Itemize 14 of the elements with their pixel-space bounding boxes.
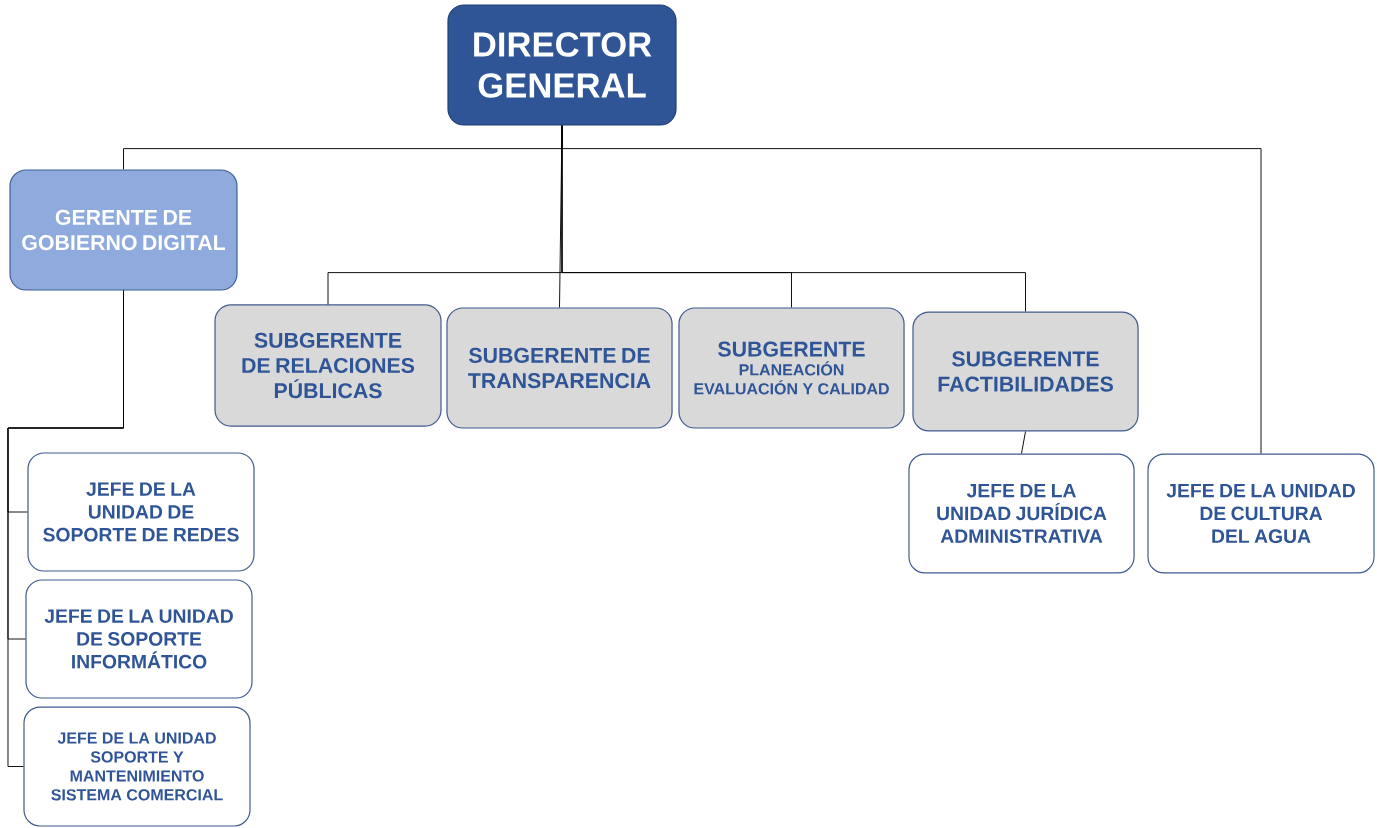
- process-box: SUBGERENTE DE RELACIONES PÚBLICAS: [214, 304, 442, 427]
- connector-line: [7, 290, 124, 767]
- process-box: JEFE DE LA UNIDAD DE CULTURA DEL AGUA: [1147, 453, 1375, 574]
- process-box: SUBGERENTE PLANEACIÓN EVALUACIÓN Y CALIDAD: [678, 307, 905, 429]
- process-box: JEFE DE LA UNIDAD SOPORTE Y MANTENIMIENTO SISTEMA COMERCIAL: [23, 706, 251, 827]
- process-box: JEFE DE LA UNIDAD DE SOPORTE DE REDES: [27, 452, 255, 572]
- process-box: SUBGERENTE DE TRANSPARENCIA: [446, 307, 673, 429]
- connector-line: [561, 125, 1026, 312]
- process-box: JEFE DE LA UNIDAD DE SOPORTE INFORMÁTICO: [25, 579, 253, 699]
- connector-line: [1021, 431, 1026, 454]
- process-box: JEFE DE LA UNIDAD JURÍDICA ADMINISTRATIVA: [908, 453, 1135, 574]
- process-box: SUBGERENTE FACTIBILIDADES: [912, 311, 1139, 432]
- process-box: GERENTE DE GOBIERNO DIGITAL: [9, 169, 238, 291]
- process-box: DIRECTOR GENERAL: [447, 4, 677, 126]
